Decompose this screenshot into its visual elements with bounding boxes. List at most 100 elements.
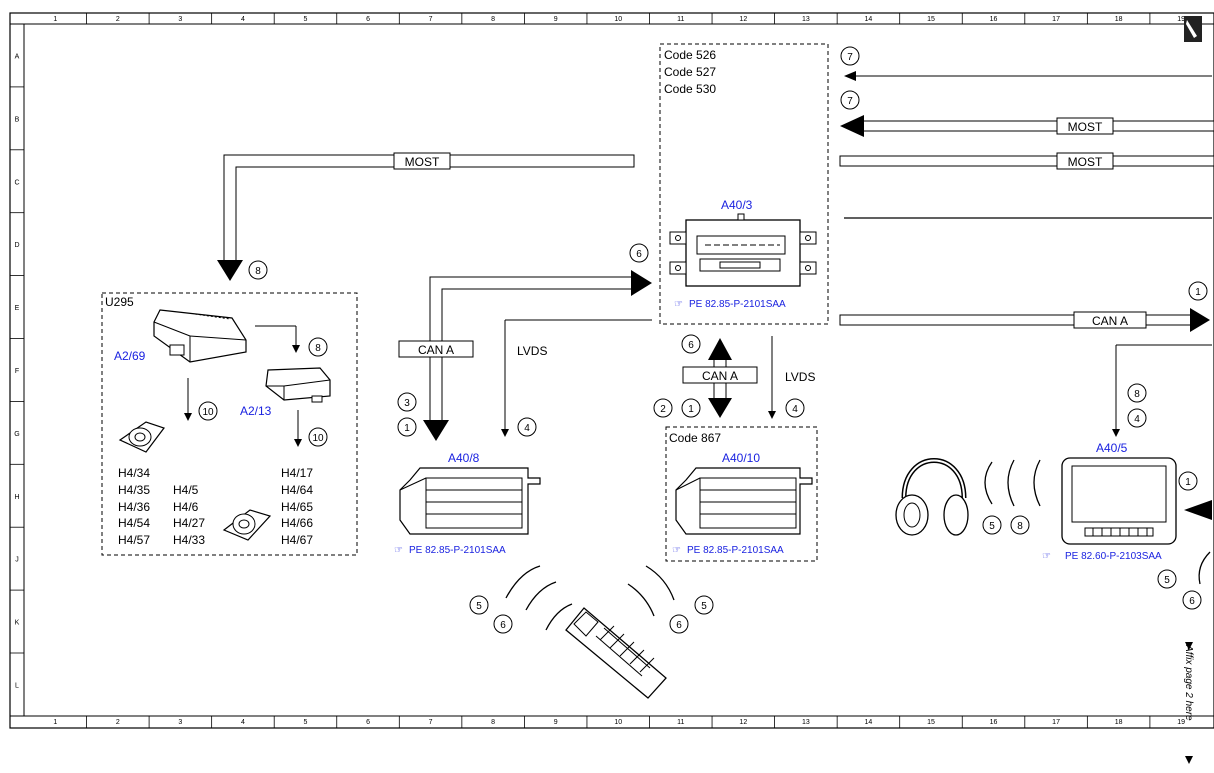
most-label-box-2 — [1056, 152, 1114, 170]
column-number: 14 — [865, 719, 873, 726]
a40-8-display-icon — [399, 467, 541, 535]
column-number: 15 — [927, 719, 935, 726]
callout-5-c-text: 5 — [476, 601, 482, 612]
a2-69-module-icon — [153, 309, 247, 363]
a40-3-unit-icon — [669, 213, 817, 287]
can-a-down-arrow-icon — [423, 420, 449, 441]
row-letter: D — [14, 242, 19, 249]
speaker-code: H4/27 — [173, 516, 205, 530]
can-a-label-2: CAN A — [702, 369, 738, 383]
column-number: 7 — [429, 719, 433, 726]
affix-note: Affix page 2 here — [1183, 644, 1194, 721]
callout-5-d-text: 5 — [701, 601, 707, 612]
can-a-label-1: CAN A — [418, 343, 454, 357]
speaker-code: H4/6 — [173, 500, 199, 514]
speaker-code: H4/35 — [118, 483, 150, 497]
column-number: 16 — [990, 16, 998, 23]
most-bus-right-lower — [839, 155, 1214, 167]
callout-2-a — [653, 398, 673, 418]
right-wave-icon — [1198, 551, 1211, 585]
a40-8-ref-icon: ☞ — [394, 545, 403, 556]
speaker-code: H4/36 — [118, 500, 150, 514]
code-867-box — [665, 426, 818, 562]
callout-1-d-text: 1 — [1185, 477, 1191, 488]
code-867-label: Code 867 — [669, 431, 721, 445]
lvds-label-2: LVDS — [785, 370, 815, 384]
remote-waves-icon — [505, 565, 675, 631]
a2-13-label: A2/13 — [240, 404, 272, 418]
callout-4-b — [785, 398, 805, 418]
a40-8-ref: PE 82.85-P-2101SAA — [409, 545, 506, 556]
column-number: 1 — [53, 719, 57, 726]
a40-5-label: A40/5 — [1096, 441, 1128, 455]
code-527-label: Code 527 — [664, 65, 716, 79]
a40-3-label: A40/3 — [721, 198, 753, 212]
callout-4-c-text: 4 — [1134, 414, 1140, 425]
column-number: 10 — [614, 16, 622, 23]
callout-1-b-text: 1 — [688, 404, 694, 415]
speaker-code: H4/57 — [118, 533, 150, 547]
column-number: 8 — [491, 16, 495, 23]
column-number: 9 — [554, 719, 558, 726]
can-a-label-box-1 — [398, 340, 474, 358]
column-number: 6 — [366, 16, 370, 23]
column-number: 1 — [53, 16, 57, 23]
most-label-1: MOST — [1068, 120, 1103, 134]
row-letter: J — [15, 557, 19, 564]
column-number: 12 — [739, 16, 747, 23]
column-number: 14 — [865, 16, 873, 23]
callout-3-a — [397, 392, 417, 412]
column-number: 13 — [802, 16, 810, 23]
speaker-code: H4/64 — [281, 483, 313, 497]
row-letter: C — [14, 179, 19, 186]
column-number: 3 — [178, 16, 182, 23]
column-number: 15 — [927, 16, 935, 23]
top-signal-arrow-icon — [844, 71, 856, 81]
column-number: 9 — [554, 16, 558, 23]
a2-13-module-icon — [265, 367, 331, 403]
headphones-icon — [895, 458, 969, 536]
a40-5-ref-icon: ☞ — [1042, 551, 1051, 562]
callout-5-b — [1157, 569, 1177, 589]
speaker-icon — [222, 509, 272, 541]
callout-4-b-text: 4 — [792, 404, 798, 415]
a40-10-display-icon — [675, 467, 813, 535]
speaker-list-mid: H4/5 H4/6 H4/27 H4/33 — [173, 483, 205, 547]
callout-6-a — [629, 243, 649, 263]
can-a-right-arrow-2-icon — [1190, 308, 1210, 332]
a40-5-input-arrow-icon — [1184, 500, 1212, 520]
can-a-label-box-3 — [1073, 311, 1147, 329]
a2-69-label: A2/69 — [114, 349, 146, 363]
a40-10-ref-icon: ☞ — [672, 545, 681, 556]
callout-10-b-text: 10 — [312, 433, 324, 444]
row-letter: F — [15, 368, 19, 375]
callout-7-a-text: 7 — [847, 52, 853, 63]
affix-note-arrow-top-icon — [1185, 642, 1193, 650]
callout-5-a — [982, 515, 1002, 535]
column-number: 18 — [1115, 16, 1123, 23]
a40-3-ref: PE 82.85-P-2101SAA — [689, 299, 786, 310]
callout-5-d — [694, 595, 714, 615]
column-number: 12 — [739, 719, 747, 726]
callout-8-c — [1127, 383, 1147, 403]
column-number: 10 — [614, 719, 622, 726]
remote-control-icon — [565, 607, 667, 699]
a40-8-label: A40/8 — [448, 451, 480, 465]
code-526-label: Code 526 — [664, 48, 716, 62]
callout-6-e — [669, 614, 689, 634]
row-letter: G — [14, 431, 19, 438]
row-letter: K — [15, 620, 20, 627]
can-a-right-arrow-icon — [631, 270, 652, 296]
frame — [9, 12, 1214, 729]
column-number: 4 — [241, 719, 245, 726]
callout-1-a — [397, 417, 417, 437]
column-number: 5 — [304, 16, 308, 23]
callout-8-b — [308, 337, 328, 357]
speaker-icon — [118, 421, 165, 453]
callout-1-a-text: 1 — [404, 423, 410, 434]
row-letter: B — [15, 116, 20, 123]
can-a-label-3: CAN A — [1092, 314, 1128, 328]
callout-4-c — [1127, 408, 1147, 428]
